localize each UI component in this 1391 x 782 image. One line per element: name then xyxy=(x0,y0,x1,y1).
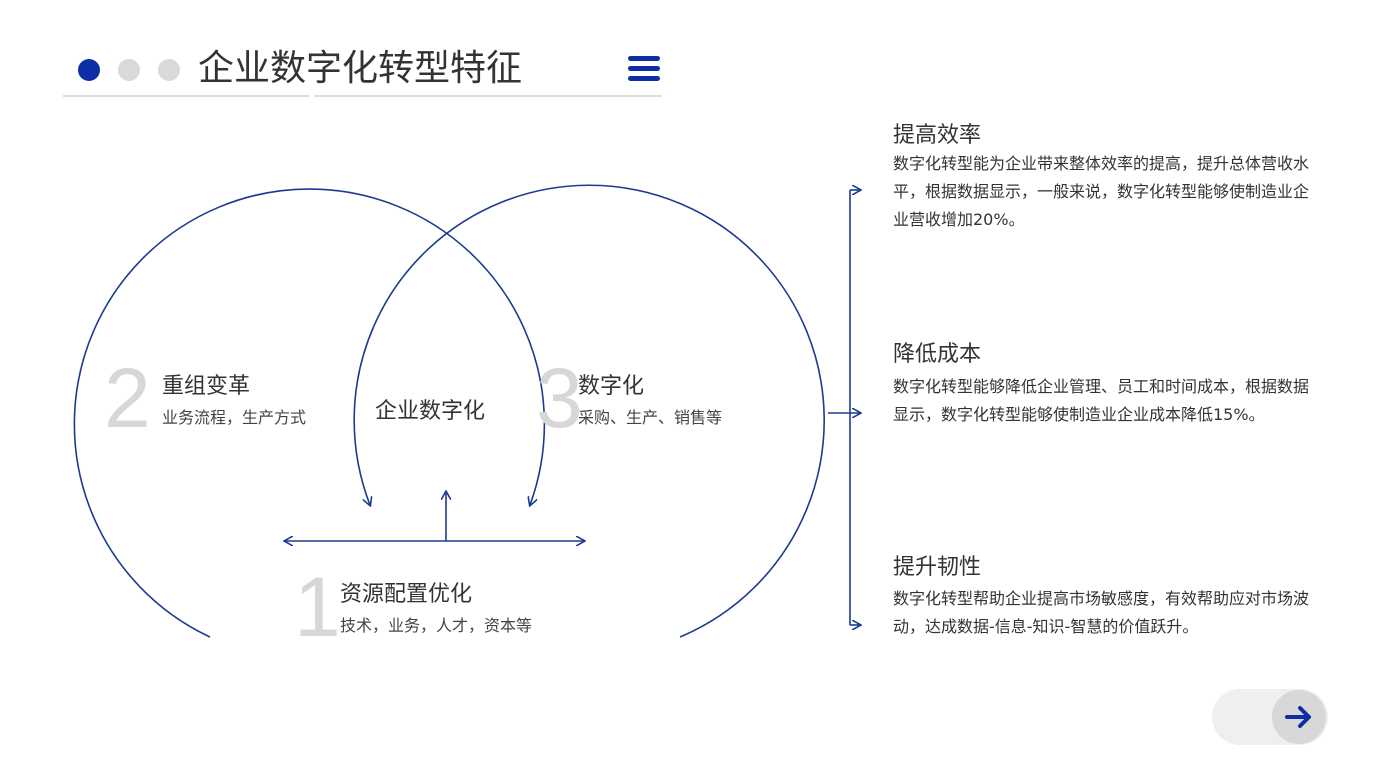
block-subtitle-resource: 技术，业务，人才，资本等 xyxy=(340,616,533,635)
title-underline-right xyxy=(314,95,662,97)
left-circle-arc xyxy=(73,188,546,638)
page-dot-2[interactable] xyxy=(118,59,140,81)
feature-title-efficiency: 提高效率 xyxy=(893,123,982,148)
block-number-3: 3 xyxy=(536,351,583,445)
title-underline-left xyxy=(63,95,309,97)
page-dot-3[interactable] xyxy=(158,59,180,81)
arrow-right-icon[interactable] xyxy=(1282,700,1316,734)
block-number-1: 1 xyxy=(294,560,341,654)
center-label: 企业数字化 xyxy=(375,399,486,424)
feature-title-resilience: 提升韧性 xyxy=(893,555,982,580)
block-number-2: 2 xyxy=(104,351,151,445)
block-subtitle-digital: 采购、生产、销售等 xyxy=(578,408,723,427)
block-title-resource: 资源配置优化 xyxy=(340,582,473,607)
right-circle-arc xyxy=(353,184,825,638)
hamburger-menu-icon[interactable] xyxy=(626,54,662,84)
block-title-digital: 数字化 xyxy=(578,374,645,399)
feature-body-resilience: 数字化转型帮助企业提高市场敏感度，有效帮助应对市场波动，达成数据-信息-知识-智… xyxy=(893,589,1310,636)
feature-body-cost: 数字化转型能够降低企业管理、员工和时间成本，根据数据显示，数字化转型能够使制造业… xyxy=(893,377,1310,424)
feature-title-cost: 降低成本 xyxy=(893,342,982,367)
page-title: 企业数字化转型特征 xyxy=(198,48,523,89)
block-title-restructure: 重组变革 xyxy=(162,374,251,399)
page-dot-1[interactable] xyxy=(78,59,100,81)
block-subtitle-restructure: 业务流程，生产方式 xyxy=(162,408,307,427)
feature-body-efficiency: 数字化转型能为企业带来整体效率的提高，提升总体营收水平，根据数据显示，一般来说，… xyxy=(893,154,1310,229)
